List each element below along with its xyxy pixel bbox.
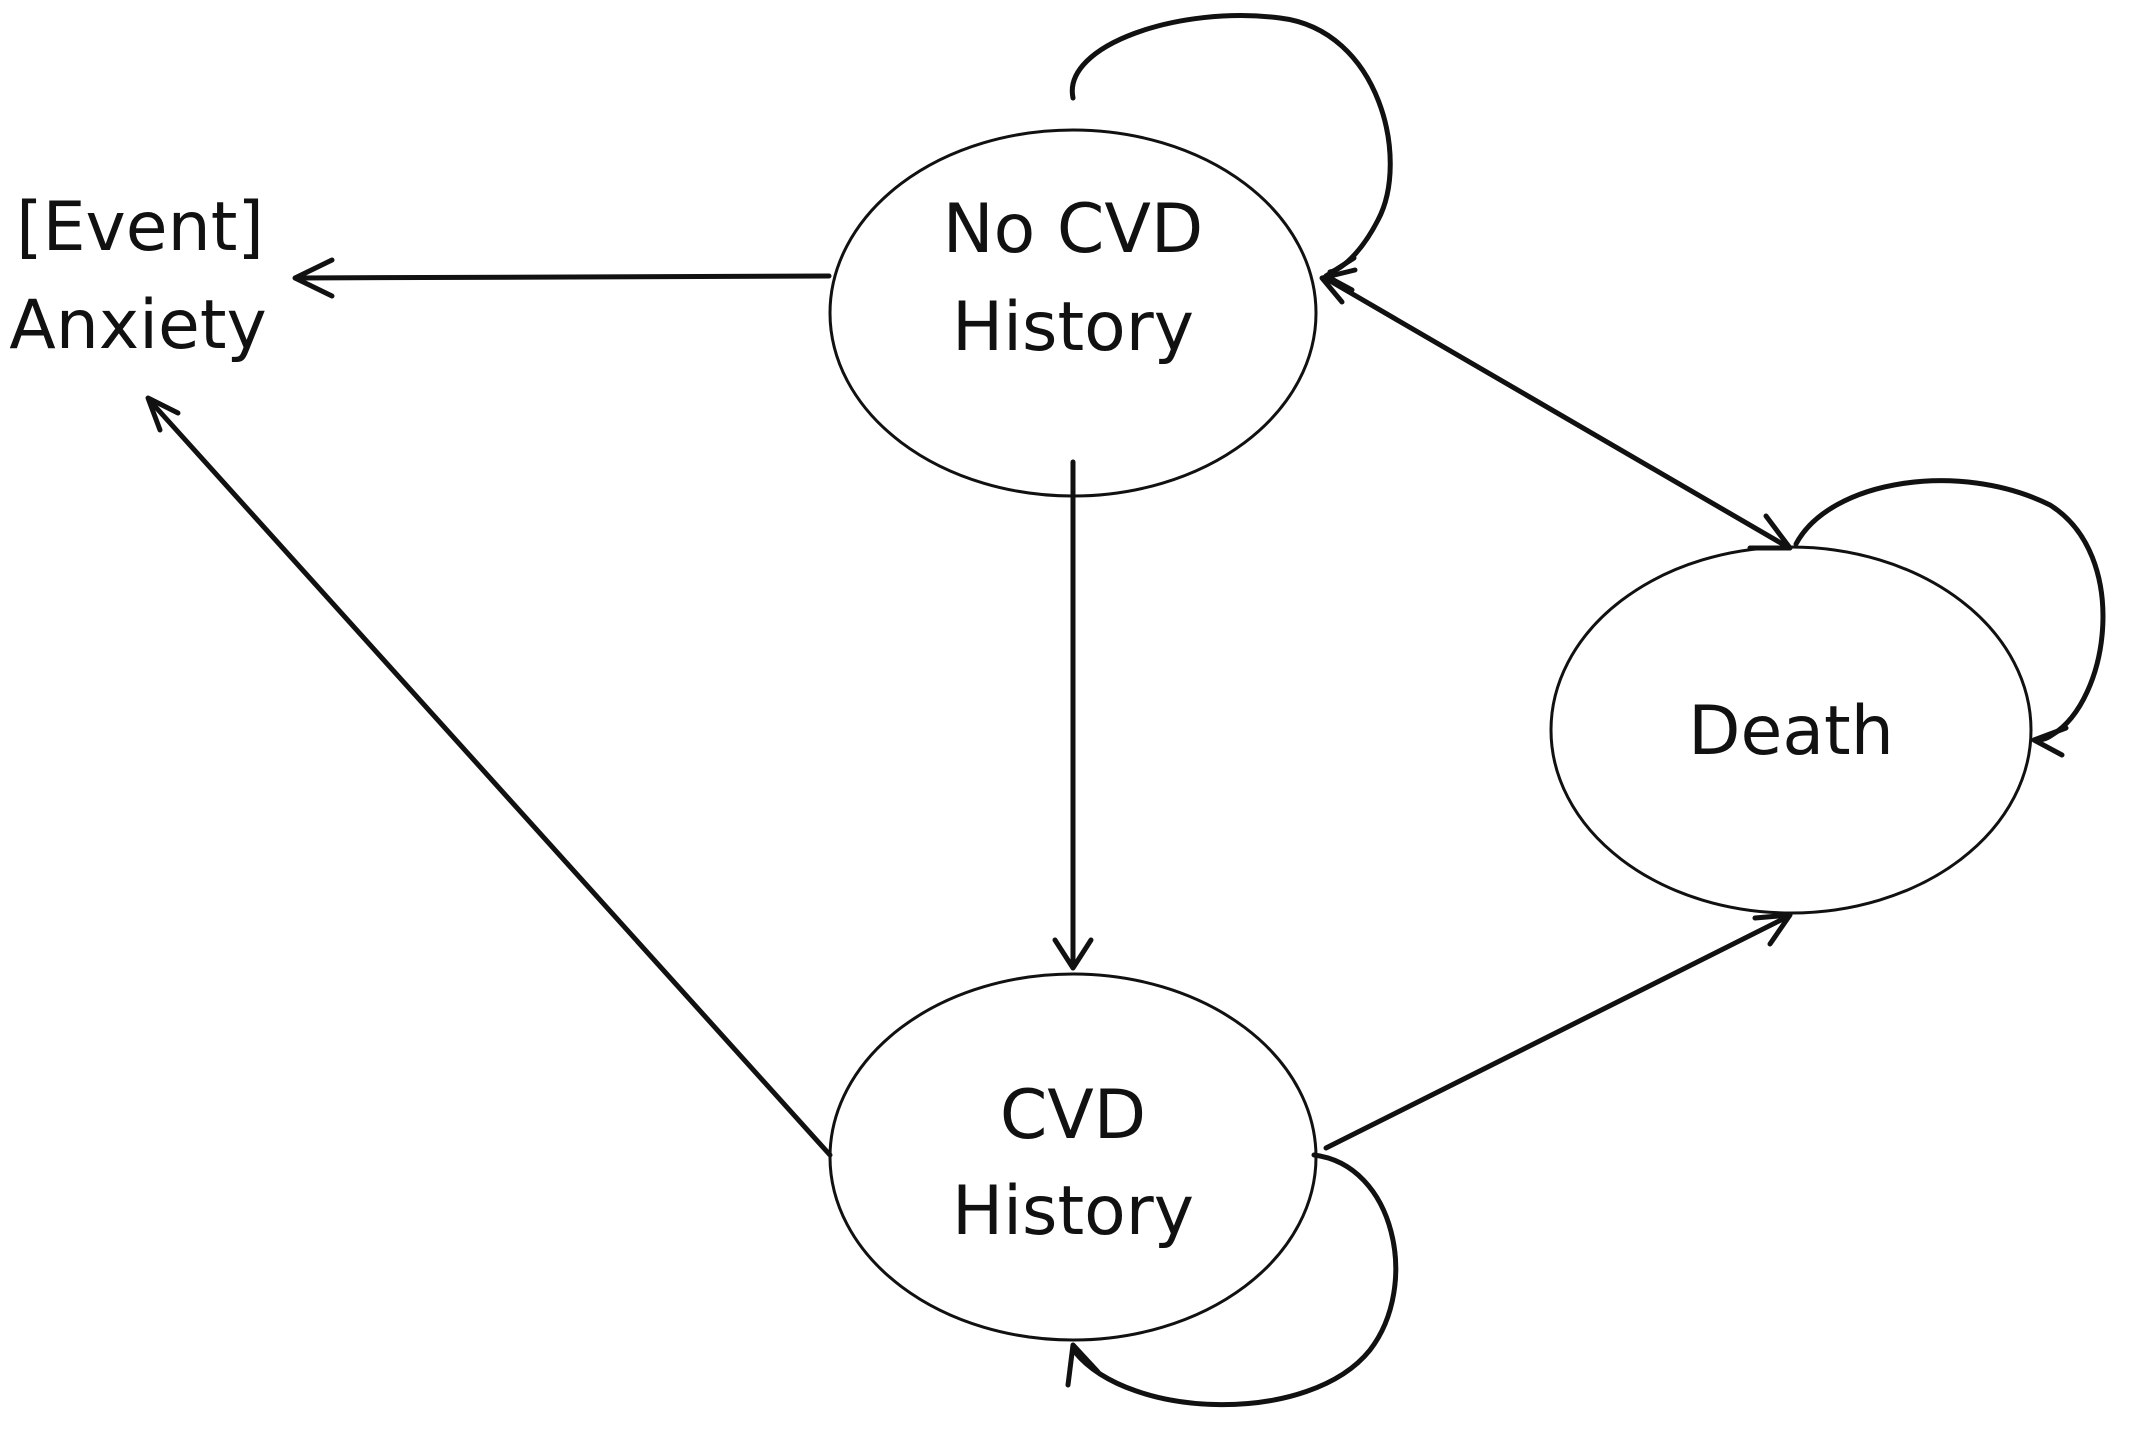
edge-cvd-to-anxiety bbox=[145, 395, 833, 1158]
node-death: Death bbox=[1549, 545, 2033, 915]
node-no-cvd-history: No CVD History bbox=[828, 128, 1318, 498]
edge-no-cvd-to-cvd bbox=[1052, 459, 1094, 971]
self-loop-no-cvd bbox=[1069, 13, 1393, 293]
self-loop-death bbox=[1793, 478, 2106, 758]
edge-no-cvd-death bbox=[1319, 267, 1793, 551]
node-cvd-history: CVD History bbox=[828, 972, 1318, 1342]
outcome-label-line2: Anxiety bbox=[9, 286, 267, 365]
edge-cvd-to-death bbox=[1323, 912, 1793, 1151]
outcome-label-line1: [Event] bbox=[16, 188, 264, 267]
node-cvd-history-line1: CVD bbox=[1000, 1076, 1146, 1155]
outcome-event-anxiety: [Event] Anxiety bbox=[9, 188, 267, 365]
edge-no-cvd-to-anxiety bbox=[292, 257, 832, 299]
self-loop-cvd bbox=[1065, 1152, 1399, 1408]
node-cvd-history-shape bbox=[828, 972, 1318, 1342]
node-no-cvd-history-line1: No CVD bbox=[943, 190, 1203, 269]
node-death-label: Death bbox=[1688, 692, 1894, 771]
node-no-cvd-history-line2: History bbox=[952, 288, 1194, 367]
node-cvd-history-line2: History bbox=[952, 1172, 1194, 1251]
